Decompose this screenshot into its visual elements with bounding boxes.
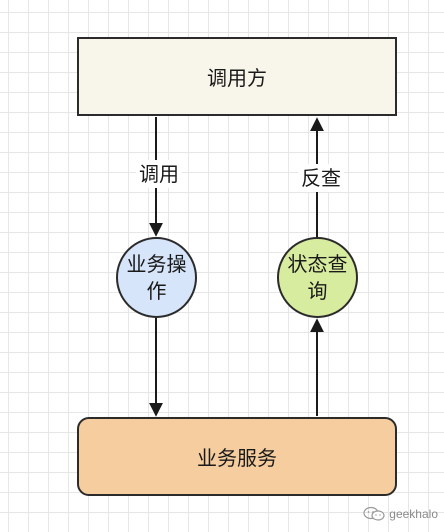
watermark-text: geekhalo bbox=[389, 507, 438, 521]
watermark: geekhalo bbox=[363, 506, 438, 522]
caller-label: 调用方 bbox=[207, 66, 267, 90]
caller-node: 调用方 bbox=[77, 37, 397, 116]
business-service-node: 业务服务 bbox=[77, 417, 397, 496]
status-query-node: 状态查询 bbox=[277, 237, 358, 318]
reverse-check-edge-label: 反查 bbox=[298, 164, 344, 192]
status-query-label: 状态查询 bbox=[287, 251, 348, 303]
business-op-node: 业务操作 bbox=[116, 237, 197, 318]
business-service-label: 业务服务 bbox=[197, 446, 277, 470]
business-op-label: 业务操作 bbox=[126, 251, 187, 303]
wechat-icon bbox=[363, 506, 385, 521]
call-edge-label: 调用 bbox=[136, 160, 182, 188]
